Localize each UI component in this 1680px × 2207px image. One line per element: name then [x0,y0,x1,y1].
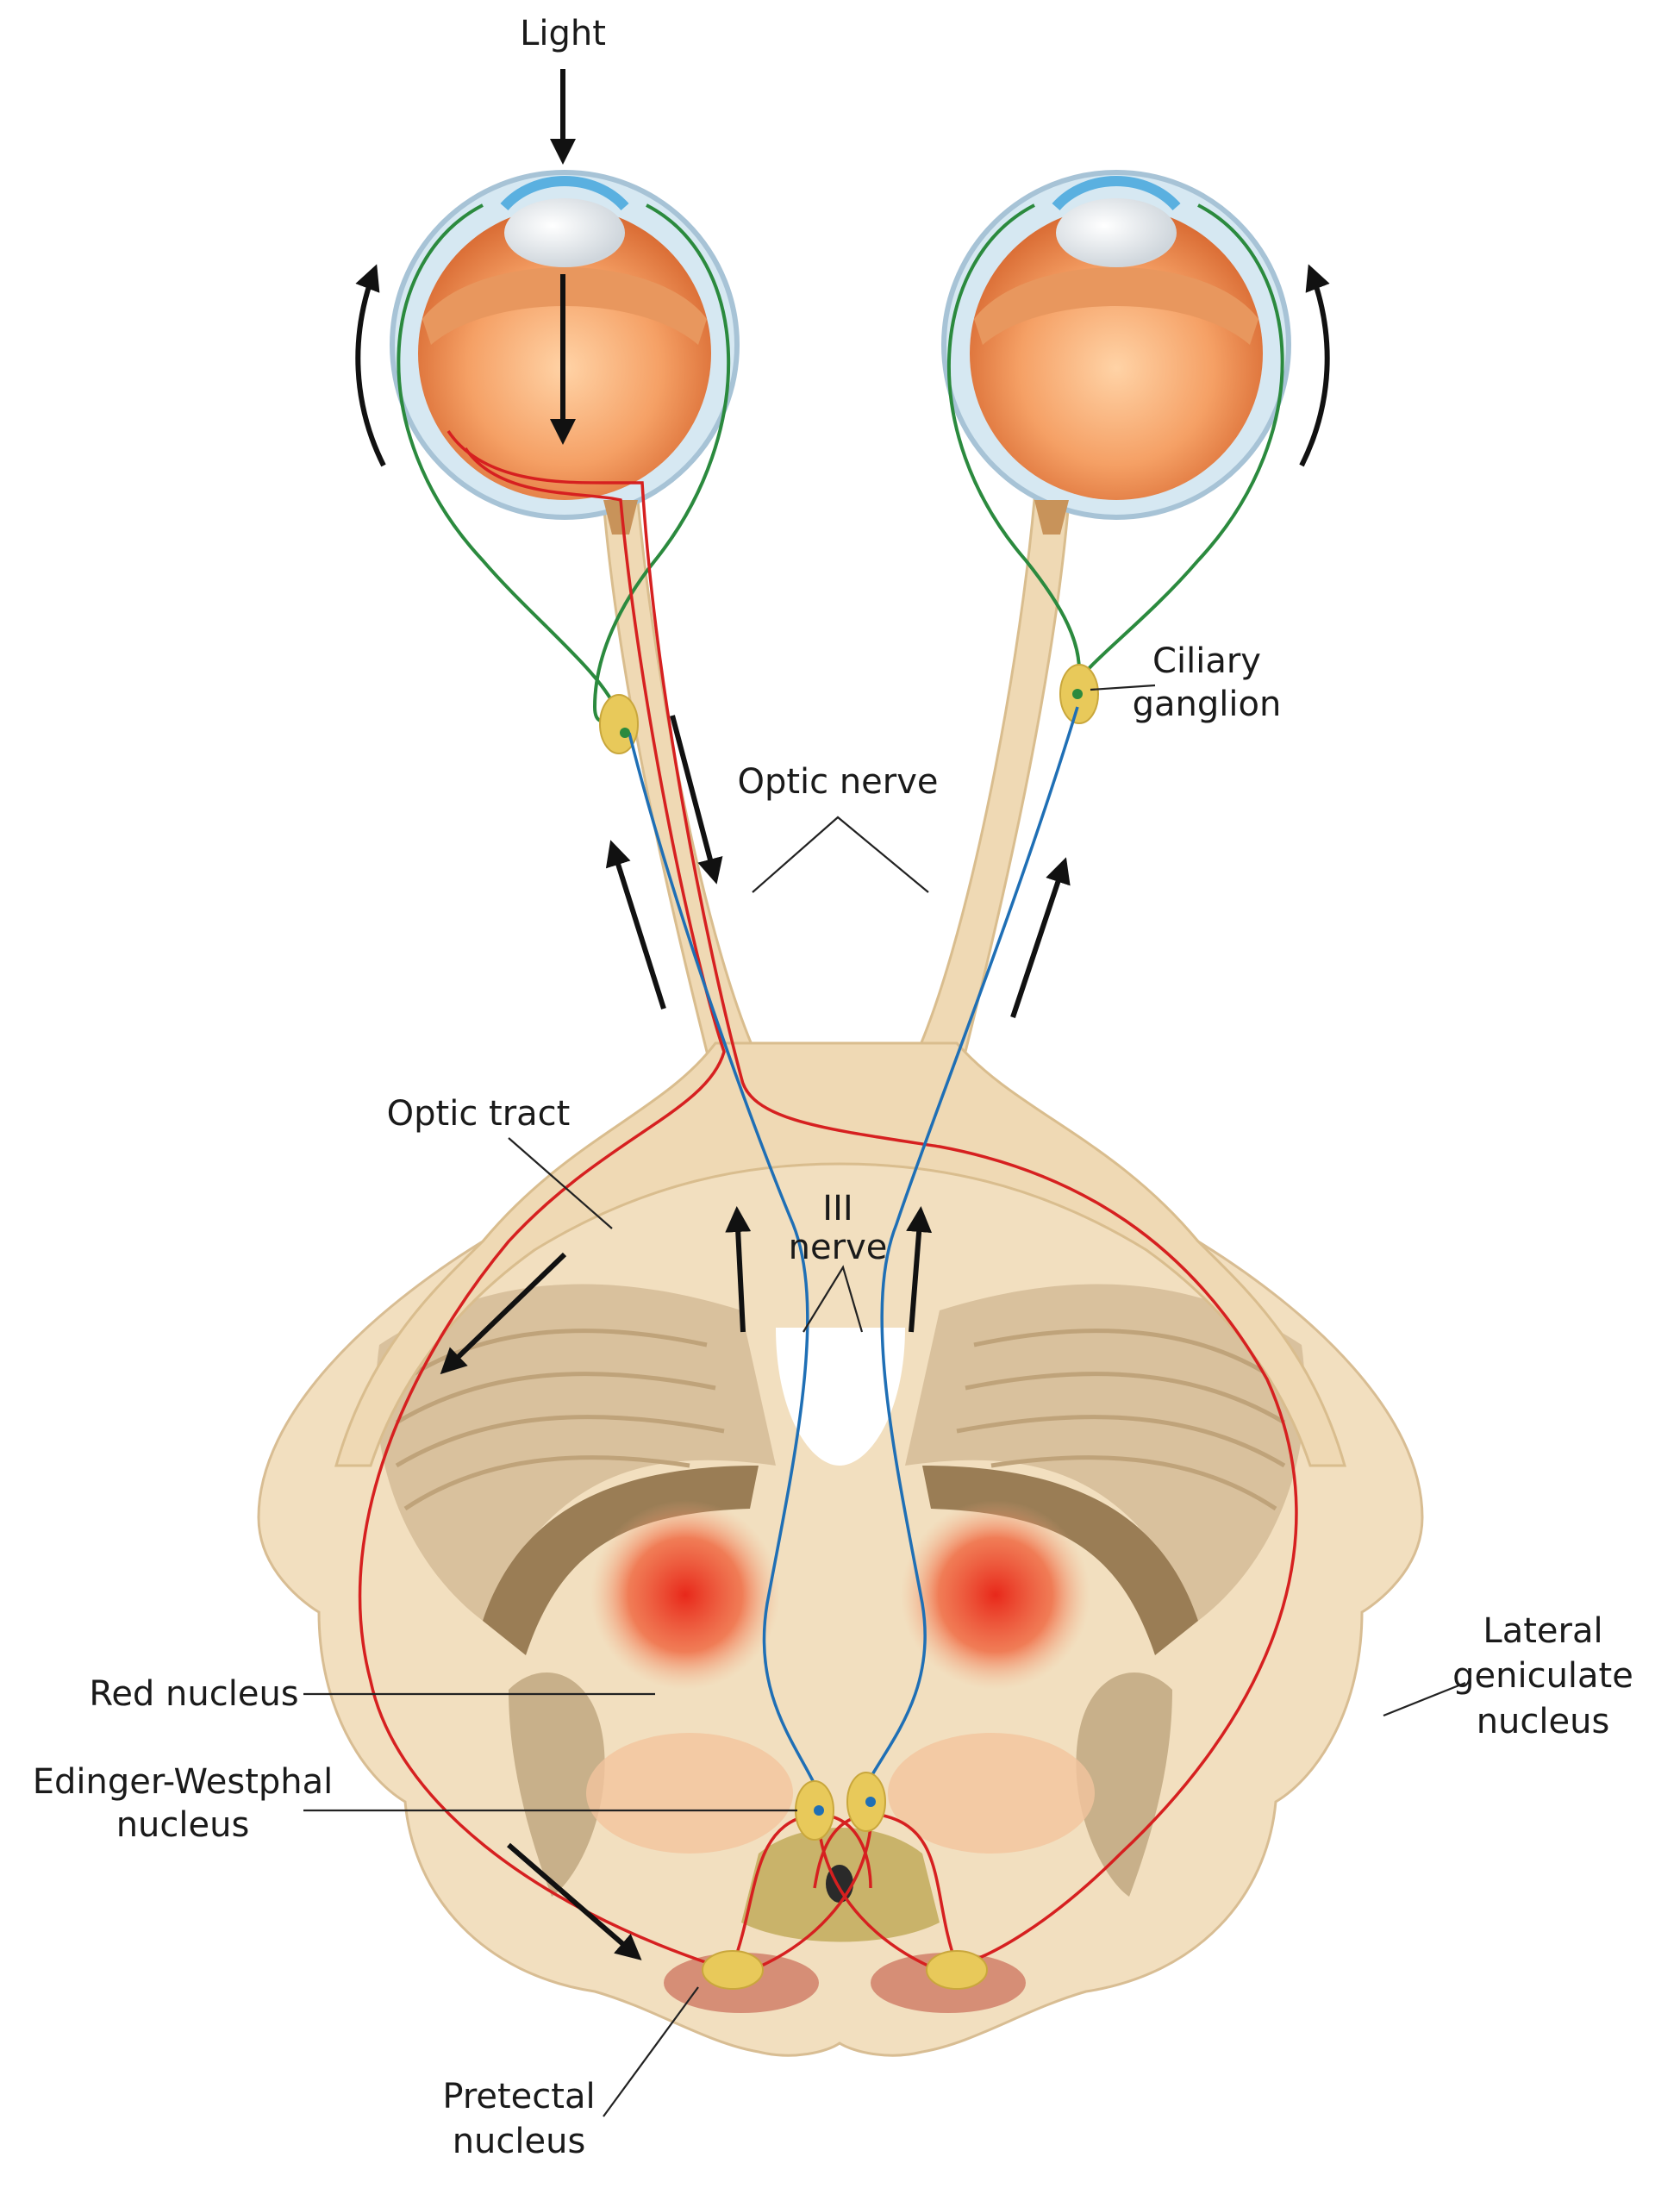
label-red-nucleus: Red nucleus [89,1674,298,1714]
labels: Light Ciliary ganglion Optic nerve Optic… [33,14,1633,2161]
label-optic-tract: Optic tract [387,1094,571,1134]
left-efferent-up-arrow [605,840,666,1010]
right-eye [941,170,1291,535]
pretectal-input-arrow [507,1842,642,1960]
label-edinger-westphal-2: nucleus [116,1805,250,1845]
label-ciliary-ganglion-2: ganglion [1133,685,1282,724]
direction-arrows [355,69,1330,1960]
right-third-nerve-arrow [906,1206,933,1333]
label-third-nerve-1: III [822,1189,852,1229]
midbrain-section [257,1145,1424,2057]
nuclei [620,689,1083,1990]
label-optic-nerve: Optic nerve [737,762,938,802]
label-lateral-geniculate-2: geniculate [1452,1656,1633,1696]
postganglionic-fibers [397,203,1284,723]
label-ciliary-ganglion-1: Ciliary [1152,641,1261,681]
label-lateral-geniculate-3: nucleus [1477,1702,1610,1741]
label-edinger-westphal-1: Edinger-Westphal [33,1762,334,1802]
label-third-nerve-2: nerve [789,1228,888,1267]
label-lateral-geniculate-1: Lateral [1483,1611,1602,1651]
right-eye-rotation-arrow [1299,264,1330,467]
left-third-nerve-arrow [725,1206,752,1333]
label-light: Light [520,14,606,53]
left-ciliary-ganglion [599,694,639,754]
leader-lines [303,684,1466,2117]
right-efferent-up-arrow [1010,857,1071,1018]
left-eye-rotation-arrow [355,264,386,467]
label-pretectal-1: Pretectal [442,2077,595,2116]
left-pretectal-nucleus [702,1950,764,1990]
label-pretectal-2: nucleus [453,2122,586,2161]
optic-nerve-down-arrow [670,715,723,885]
right-pretectal-nucleus [926,1950,988,1990]
optic-tract-arrow [440,1252,567,1375]
